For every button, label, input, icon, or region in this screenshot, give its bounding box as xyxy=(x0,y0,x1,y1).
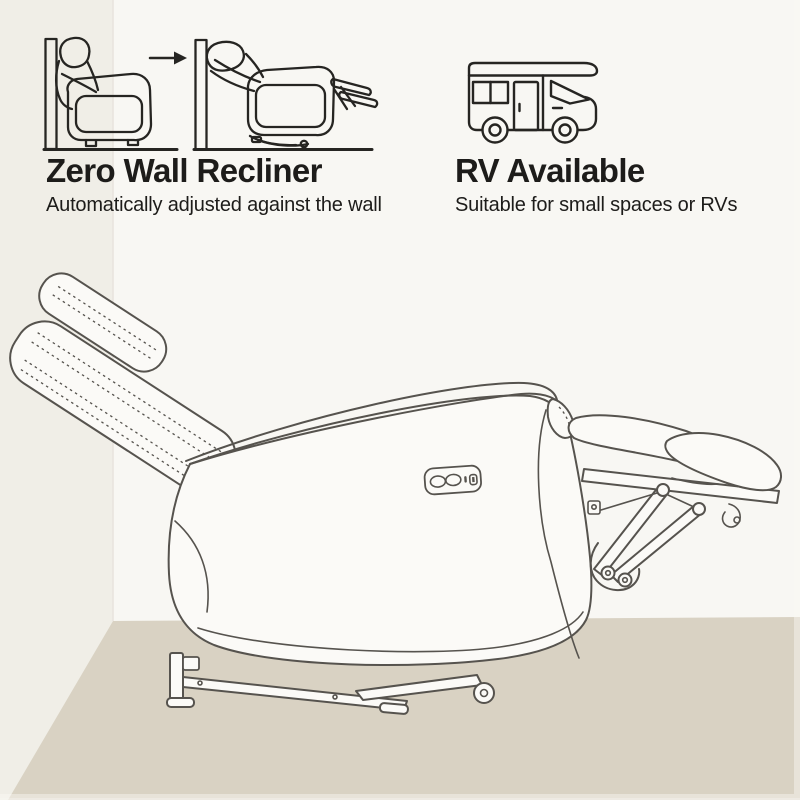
zero-wall-before-after-icon xyxy=(42,36,379,151)
recliner-backrest xyxy=(9,272,237,494)
rv-wheel xyxy=(551,116,579,144)
recliner-armrest xyxy=(185,381,576,465)
feature-subtitle-rv: Suitable for small spaces or RVs xyxy=(455,193,738,216)
recliner-illustration xyxy=(9,272,782,715)
arrow-icon xyxy=(148,51,187,65)
feature-subtitle-zero-wall: Automatically adjusted against the wall xyxy=(46,193,382,216)
recliner-base-rails xyxy=(166,652,495,715)
rv-icon xyxy=(467,61,599,144)
feature-zero-wall: Zero Wall Recliner Automatically adjuste… xyxy=(46,151,382,216)
indicator-light xyxy=(464,476,467,483)
rv-door xyxy=(512,80,540,132)
feature-rv-available: RV Available Suitable for small spaces o… xyxy=(455,151,737,216)
recliner-reclined-icon xyxy=(192,38,379,151)
feature-title-zero-wall: Zero Wall Recliner xyxy=(46,152,322,189)
recliner-control-panel xyxy=(423,464,482,496)
recliner-headrest xyxy=(38,272,168,373)
feature-title-rv: RV Available xyxy=(455,152,645,189)
recliner-footrest xyxy=(567,414,782,588)
usb-port-icon xyxy=(468,473,478,486)
recline-button xyxy=(445,473,462,487)
rv-windshield xyxy=(549,79,591,105)
recliner-upright-icon xyxy=(42,36,179,151)
foot-rest-pad xyxy=(664,432,782,492)
rv-wheel xyxy=(481,116,509,144)
